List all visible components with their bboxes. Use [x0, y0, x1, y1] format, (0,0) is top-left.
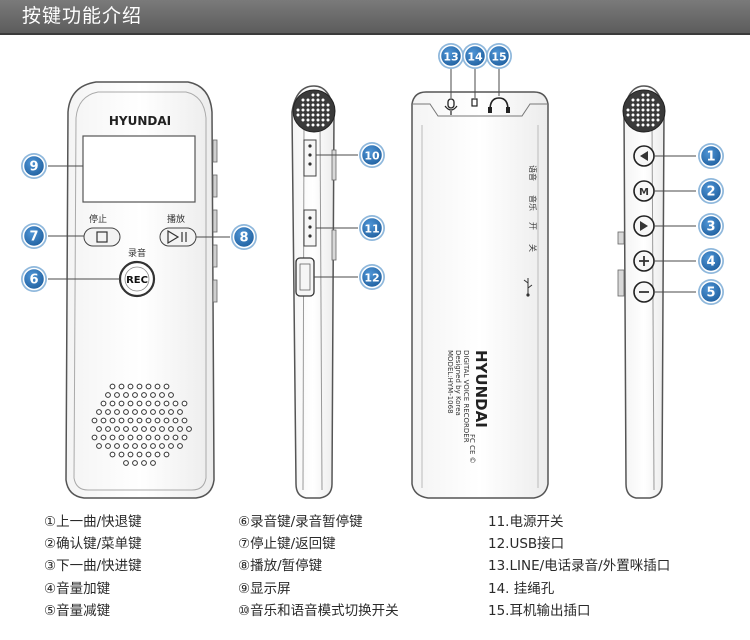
mode-switch[interactable]	[303, 139, 317, 177]
callout-number: 5	[706, 286, 715, 301]
leader-lines	[48, 68, 696, 293]
callout-15: 15	[486, 43, 512, 69]
top-grille-right	[622, 89, 666, 133]
legend-item: 15.耳机输出插口	[488, 602, 591, 619]
mic-jack-icon[interactable]	[444, 98, 458, 115]
callout-13: 13	[438, 43, 464, 69]
play-pause-button[interactable]	[159, 227, 197, 247]
callout-14: 14	[462, 43, 488, 69]
legend-item: ⑨显示屏	[238, 580, 291, 597]
side-view-left	[291, 85, 337, 499]
legend-item: ⑧播放/暂停键	[238, 558, 323, 575]
back-label-off: 关	[528, 244, 538, 252]
next-forward-button[interactable]	[633, 215, 655, 237]
legend-column-3: 11.电源开关 12.USB接口 13.LINE/电话录音/外置咪插口 14. …	[488, 511, 670, 622]
callout-number: 12	[364, 272, 379, 285]
callout-7: 7	[21, 223, 47, 249]
play-label: 播放	[167, 213, 185, 225]
callout-number: 10	[364, 150, 380, 163]
side-view-right: M	[617, 85, 666, 499]
usb-port[interactable]	[295, 257, 315, 297]
front-view: HYUNDAI 停止 播放 录音 REC	[65, 81, 218, 499]
svg-text:M: M	[639, 187, 649, 198]
back-caption-2: Designed by Korea	[454, 350, 462, 416]
back-brand-logo: HYUNDAI	[472, 350, 490, 428]
volume-down-button[interactable]	[633, 281, 655, 303]
rec-button[interactable]: REC	[118, 260, 156, 298]
callout-number: 2	[706, 185, 715, 200]
legend-column-1: ①上一曲/快退键 ②确认键/菜单键 ③下一曲/快进键 ④音量加键 ⑤音量减键	[44, 511, 142, 622]
legend-item: ⑦停止键/返回键	[238, 536, 336, 553]
speaker-grille	[91, 383, 192, 466]
callout-number: 4	[706, 255, 715, 270]
display-screen	[82, 135, 196, 203]
legend-item: ⑥录音键/录音暂停键	[238, 514, 363, 530]
legend-item: ③下一曲/快进键	[44, 558, 142, 575]
callout-number: 6	[29, 273, 38, 288]
callout-number: 1	[706, 150, 715, 165]
prev-rewind-button[interactable]	[633, 145, 655, 167]
volume-up-button[interactable]	[633, 250, 655, 272]
page-title: 按键功能介绍	[22, 5, 143, 27]
legend-item: ⑩音乐和语音模式切换开关	[238, 602, 399, 619]
callout-10: 10	[359, 142, 385, 168]
callout-8: 8	[231, 224, 257, 250]
power-switch[interactable]	[303, 209, 317, 247]
legend-item: ②确认键/菜单键	[44, 536, 142, 553]
callout-number: 13	[443, 51, 458, 64]
callout-number: 8	[239, 231, 248, 246]
headphone-jack-icon[interactable]	[488, 97, 510, 113]
back-label-music: 音乐	[528, 195, 538, 211]
callout-5: 5	[698, 279, 724, 305]
callout-number: 11	[364, 223, 379, 236]
callout-3: 3	[698, 213, 724, 239]
callout-12: 12	[359, 264, 385, 290]
legend-item: 12.USB接口	[488, 536, 565, 553]
callout-4: 4	[698, 248, 724, 274]
ok-menu-button[interactable]: M	[633, 180, 655, 202]
callout-2: 2	[698, 178, 724, 204]
legend-column-2: ⑥录音键/录音暂停键 ⑦停止键/返回键 ⑧播放/暂停键 ⑨显示屏 ⑩音乐和语音模…	[238, 511, 399, 622]
certification-marks-icon: FC CE ©	[468, 434, 476, 464]
stop-button[interactable]	[83, 227, 121, 247]
rec-button-label: REC	[126, 275, 148, 286]
back-caption-1: DIGITAL VOICE RECORDER	[462, 350, 470, 443]
legend-item: ④音量加键	[44, 580, 111, 597]
callout-number: 14	[467, 51, 483, 64]
front-brand-logo: HYUNDAI	[109, 114, 171, 128]
callout-9: 9	[21, 153, 47, 179]
callout-number: 3	[706, 220, 715, 235]
callout-number: 7	[29, 230, 38, 245]
callout-number: 15	[491, 51, 506, 64]
top-grille-left	[292, 89, 336, 133]
stop-label: 停止	[89, 213, 107, 225]
back-label-voice: 语音	[528, 165, 538, 181]
legend-item: 14. 挂绳孔	[488, 580, 555, 597]
callout-6: 6	[21, 266, 47, 292]
callout-11: 11	[359, 215, 385, 241]
callout-number: 9	[29, 160, 38, 175]
lanyard-hole	[471, 98, 478, 107]
back-label-on: 开	[528, 222, 537, 230]
back-view: 语音 音乐 开 关 HYUNDAI DIGITAL VOICE RECORDER…	[411, 91, 549, 499]
legend-item: 11.电源开关	[488, 514, 564, 530]
legend-item: 13.LINE/电话录音/外置咪插口	[488, 558, 671, 575]
callout-1: 1	[698, 143, 724, 169]
legend-item: ⑤音量减键	[44, 602, 111, 619]
usb-symbol-icon	[523, 278, 533, 297]
record-label: 录音	[128, 247, 146, 259]
legend-item: ①上一曲/快退键	[44, 514, 142, 530]
svg-text:FC CE ©: FC CE ©	[468, 434, 476, 464]
back-caption-3: MODEL:HYM-1068	[446, 350, 454, 414]
title-bar: 按键功能介绍	[0, 0, 750, 35]
